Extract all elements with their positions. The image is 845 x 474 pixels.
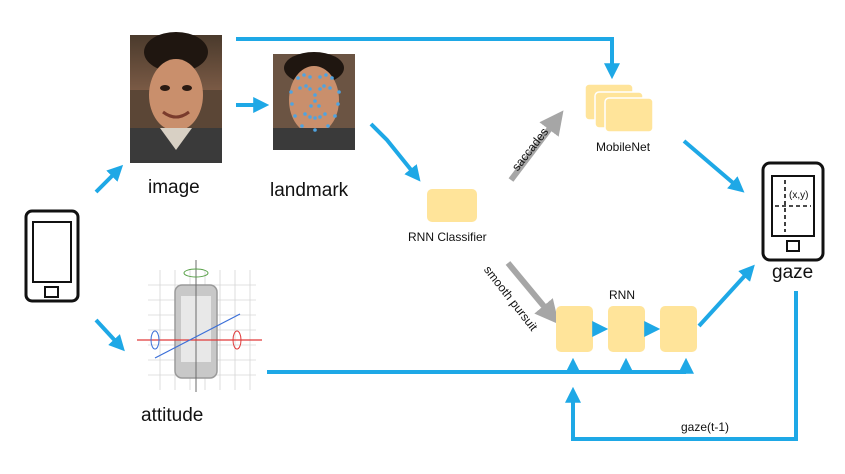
arrow-rnn-to-gaze <box>697 264 755 328</box>
arrow-landmark-to-classifier <box>369 122 421 182</box>
landmark-label: landmark <box>270 180 349 201</box>
arrow-mobilenet-to-gaze <box>682 139 745 193</box>
arrow-saccades <box>508 110 564 182</box>
attitude-diagram <box>137 260 262 392</box>
gaze-prev-label: gaze(t-1) <box>681 420 730 434</box>
rnn-classifier-box <box>427 189 477 222</box>
arrow-smooth-pursuit <box>505 261 559 325</box>
rnn-cell-3 <box>660 306 697 352</box>
face-image <box>130 32 222 163</box>
landmark-image <box>273 52 355 150</box>
rnn-cell-2 <box>608 306 645 352</box>
screen-coord-label: (x,y) <box>789 190 809 201</box>
arrow-phone-to-attitude <box>94 318 125 352</box>
image-label: image <box>148 177 200 198</box>
gaze-label: gaze <box>772 262 814 283</box>
attitude-bus <box>267 357 694 374</box>
arrow-phone-to-image <box>94 164 124 194</box>
rnn-classifier-label: RNN Classifier <box>408 230 487 244</box>
arrow-image-to-mobilenet <box>236 37 620 80</box>
rnn-cell-1 <box>556 306 593 352</box>
phone-icon <box>24 209 80 303</box>
attitude-label: attitude <box>141 405 204 426</box>
gaze-phone-icon <box>761 161 825 262</box>
arrow-gaze-feedback <box>565 291 798 441</box>
mobilenet-stack <box>584 83 654 133</box>
mobilenet-label: MobileNet <box>596 140 651 154</box>
rnn-label: RNN <box>609 288 635 302</box>
